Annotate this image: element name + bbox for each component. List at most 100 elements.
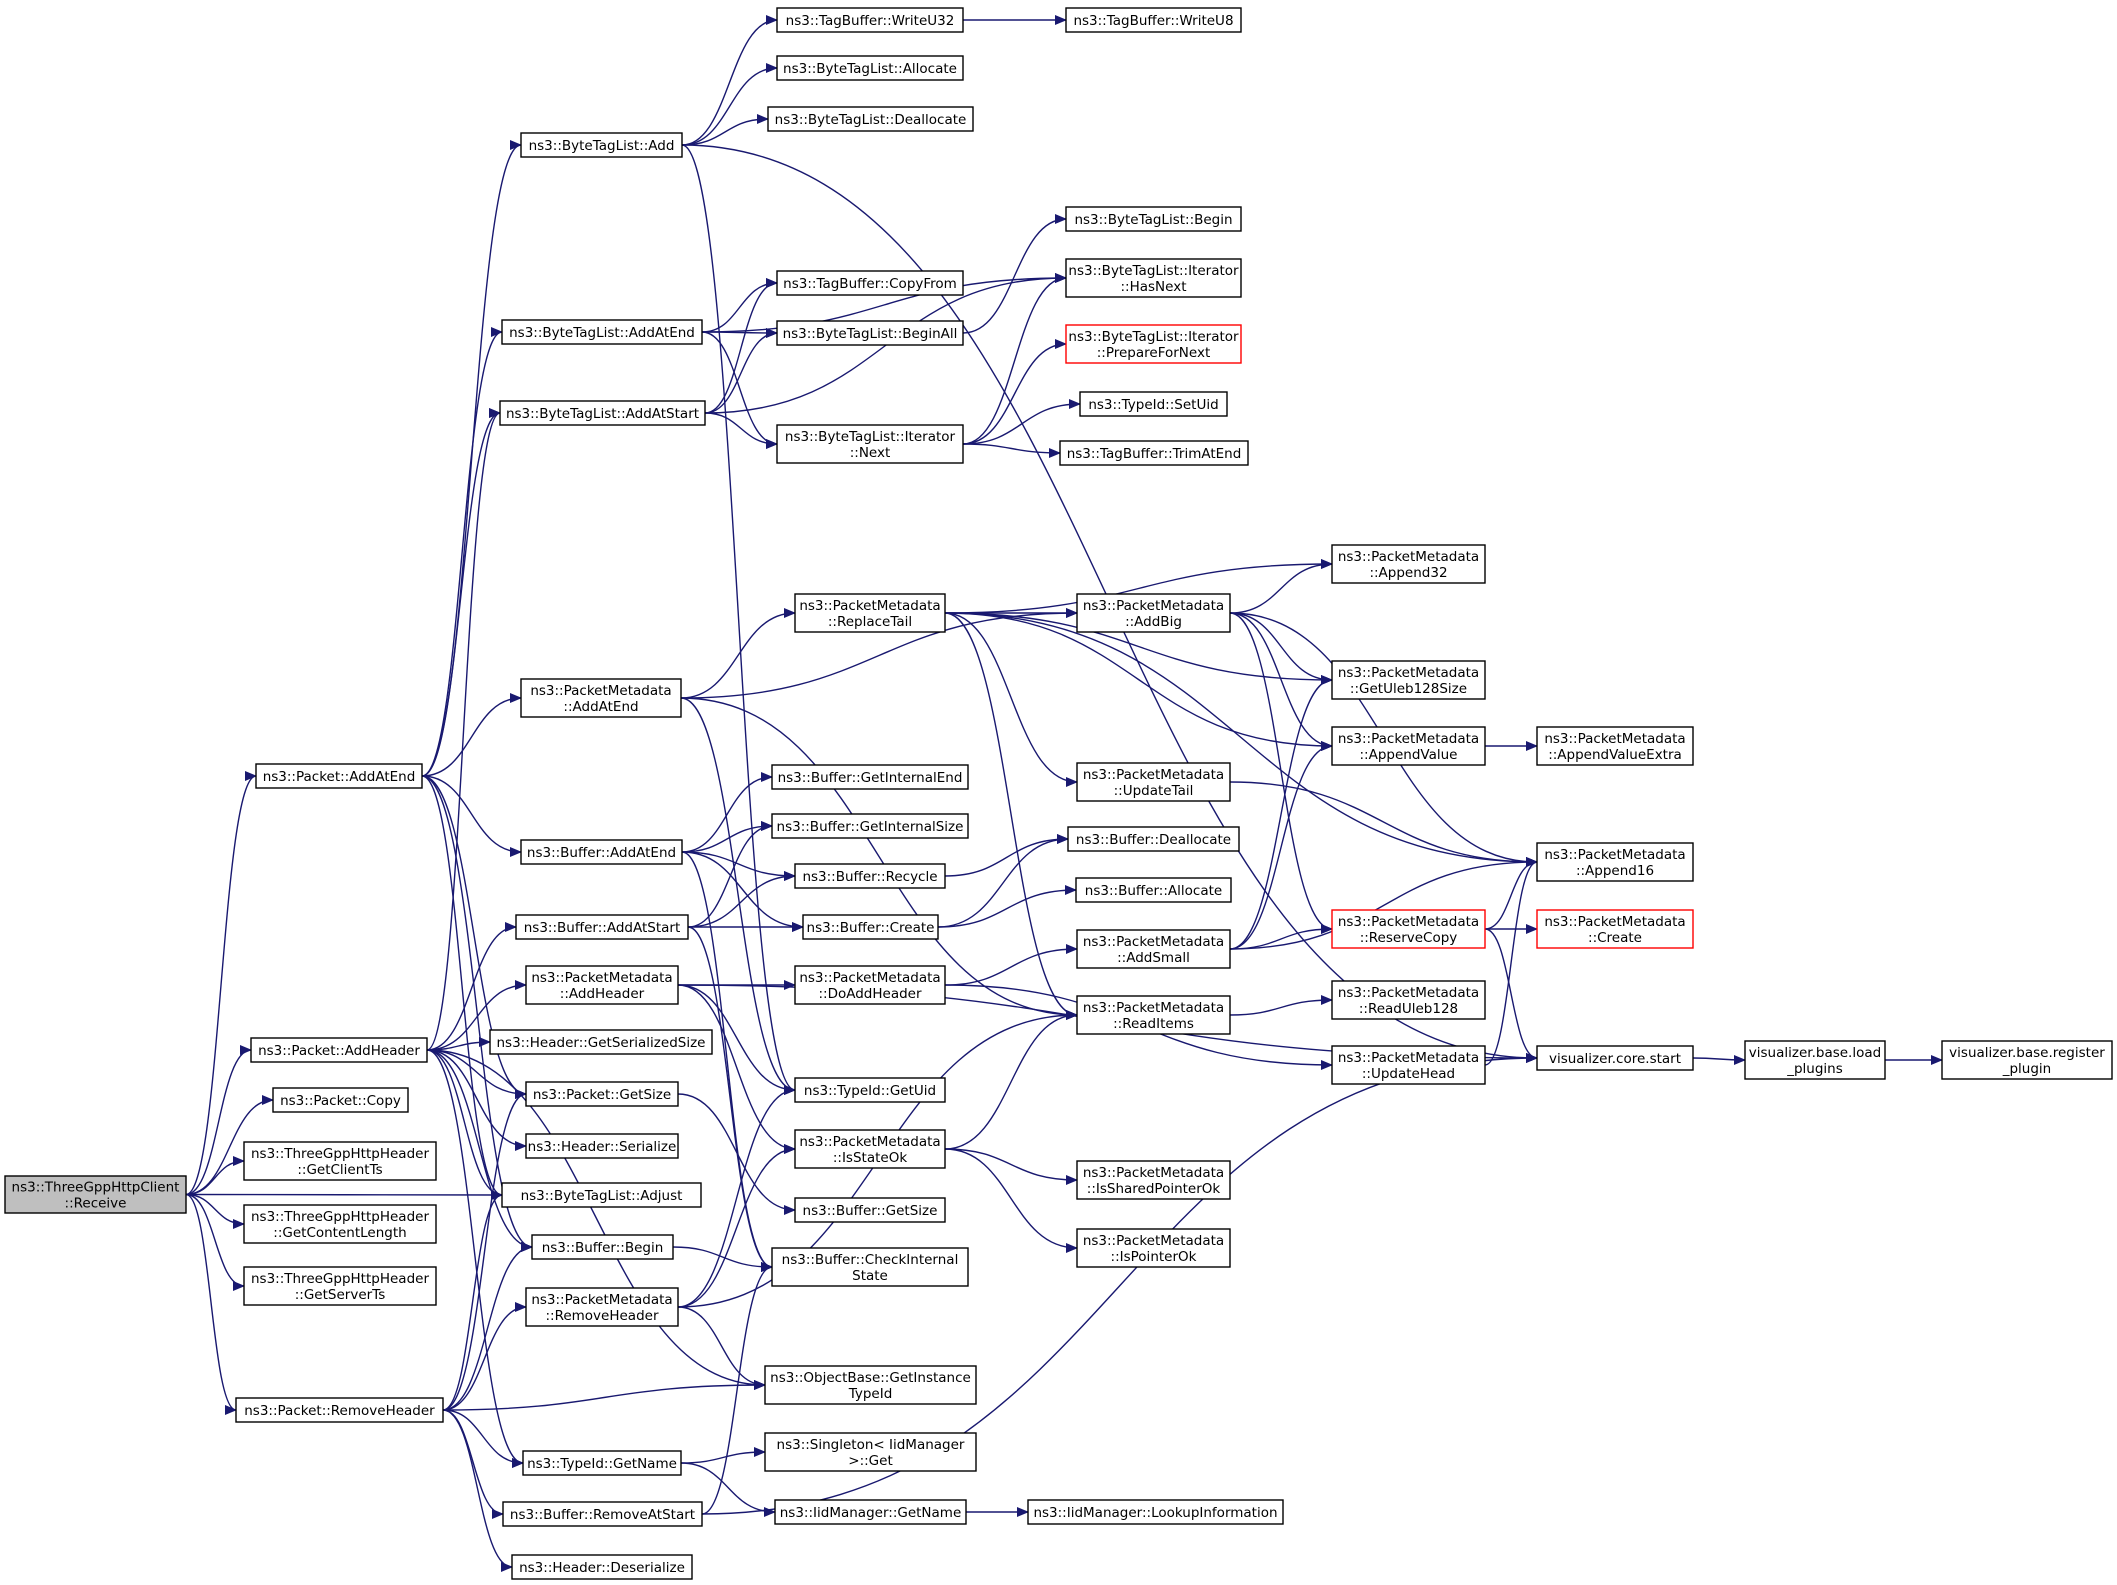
node-label: _plugin xyxy=(2002,1061,2052,1077)
node-tb-writeu8[interactable]: ns3::TagBuffer::WriteU8 xyxy=(1065,7,1242,33)
node-hdr-getserializedsize[interactable]: ns3::Header::GetSerializedSize xyxy=(489,1029,713,1055)
node-typeid-getuid[interactable]: ns3::TypeId::GetUid xyxy=(794,1077,946,1103)
node-label: ns3::ThreeGppHttpHeader xyxy=(251,1146,429,1162)
node-box xyxy=(1331,980,1486,1020)
node-label: ns3::PacketMetadata xyxy=(1083,1000,1224,1016)
node-pm-addatend[interactable]: ns3::PacketMetadata::AddAtEnd xyxy=(520,678,682,718)
node-iid-getname[interactable]: ns3::IidManager::GetName xyxy=(774,1499,967,1525)
node-btl-add[interactable]: ns3::ByteTagList::Add xyxy=(520,132,683,158)
node-btl-allocate[interactable]: ns3::ByteTagList::Allocate xyxy=(776,55,964,81)
edge-pm-addheader-to-typeid-getuid xyxy=(677,984,796,1095)
node-buf-deallocate[interactable]: ns3::Buffer::Deallocate xyxy=(1067,826,1240,852)
node-vis-core-start[interactable]: visualizer.core.start xyxy=(1536,1045,1694,1071)
edge-receive-to-pkt-addheader xyxy=(185,1045,252,1196)
node-label: ns3::PacketMetadata xyxy=(530,683,671,699)
node-buf-addatend[interactable]: ns3::Buffer::AddAtEnd xyxy=(520,839,683,865)
node-hdr-serialize[interactable]: ns3::Header::Serialize xyxy=(525,1133,679,1159)
node-pkt-getsize[interactable]: ns3::Packet::GetSize xyxy=(525,1081,679,1107)
node-pm-addsmall[interactable]: ns3::PacketMetadata::AddSmall xyxy=(1076,929,1231,969)
node-pm-updatehead[interactable]: ns3::PacketMetadata::UpdateHead xyxy=(1331,1045,1486,1085)
node-btl-addatstart[interactable]: ns3::ByteTagList::AddAtStart xyxy=(499,400,706,426)
node-box xyxy=(511,1554,693,1580)
node-btl-adjust[interactable]: ns3::ByteTagList::Adjust xyxy=(501,1182,702,1208)
node-label: ns3::Header::Deserialize xyxy=(519,1560,685,1576)
node-receive[interactable]: ns3::ThreeGppHttpClient::Receive xyxy=(4,1175,187,1214)
node-box xyxy=(774,1499,967,1525)
edge-btl-it-next-to-btl-it-hasnext xyxy=(962,273,1067,445)
node-btl-it-next[interactable]: ns3::ByteTagList::Iterator::Next xyxy=(776,424,964,464)
node-buf-begin[interactable]: ns3::Buffer::Begin xyxy=(531,1234,674,1260)
node-label: ns3::Packet::AddHeader xyxy=(258,1043,420,1059)
node-box xyxy=(525,1081,679,1107)
node-buf-getinternalsize[interactable]: ns3::Buffer::GetInternalSize xyxy=(771,813,969,839)
node-buf-getinternalend[interactable]: ns3::Buffer::GetInternalEnd xyxy=(771,764,969,790)
node-buf-removeatstart[interactable]: ns3::Buffer::RemoveAtStart xyxy=(502,1501,703,1527)
node-typeid-setuid[interactable]: ns3::TypeId::SetUid xyxy=(1079,391,1228,417)
nodes-layer: ns3::ThreeGppHttpClient::Receivens3::Pac… xyxy=(4,7,2113,1580)
node-pm-getuleb128size[interactable]: ns3::PacketMetadata::GetUleb128Size xyxy=(1331,660,1486,700)
node-buf-allocate[interactable]: ns3::Buffer::Allocate xyxy=(1075,877,1232,903)
node-buf-recycle[interactable]: ns3::Buffer::Recycle xyxy=(794,863,946,889)
node-pm-appendvalue[interactable]: ns3::PacketMetadata::AppendValue xyxy=(1331,726,1486,766)
node-hdr-getserverts[interactable]: ns3::ThreeGppHttpHeader::GetServerTs xyxy=(243,1266,437,1306)
edge-btl-addatend-to-tb-copyfrom xyxy=(701,278,778,333)
node-pkt-copy[interactable]: ns3::Packet::Copy xyxy=(272,1087,409,1113)
node-pm-append32[interactable]: ns3::PacketMetadata::Append32 xyxy=(1331,544,1486,584)
node-iid-lookupinformation[interactable]: ns3::IidManager::LookupInformation xyxy=(1027,1499,1284,1525)
node-label: ns3::TypeId::GetUid xyxy=(804,1083,936,1099)
node-box xyxy=(1065,258,1242,298)
node-pkt-removeheader[interactable]: ns3::Packet::RemoveHeader xyxy=(235,1397,444,1423)
node-pm-append16[interactable]: ns3::PacketMetadata::Append16 xyxy=(1536,842,1694,882)
node-btl-addatend[interactable]: ns3::ByteTagList::AddAtEnd xyxy=(501,319,703,345)
node-label: ns3::IidManager::GetName xyxy=(780,1505,962,1521)
edge-receive-to-hdr-getclientts xyxy=(185,1156,245,1196)
node-pm-readuleb128[interactable]: ns3::PacketMetadata::ReadUleb128 xyxy=(1331,980,1486,1020)
node-hdr-deserialize[interactable]: ns3::Header::Deserialize xyxy=(511,1554,693,1580)
node-pm-isstateok[interactable]: ns3::PacketMetadata::IsStateOk xyxy=(794,1129,946,1169)
node-hdr-getcontentlength[interactable]: ns3::ThreeGppHttpHeader::GetContentLengt… xyxy=(243,1204,437,1244)
node-pm-appendvalueextra[interactable]: ns3::PacketMetadata::AppendValueExtra xyxy=(1536,726,1694,766)
node-pm-readitems[interactable]: ns3::PacketMetadata::ReadItems xyxy=(1076,995,1231,1035)
node-pm-addheader[interactable]: ns3::PacketMetadata::AddHeader xyxy=(525,965,679,1005)
node-label: ns3::Buffer::Begin xyxy=(542,1240,664,1256)
node-label: ns3::ByteTagList::Allocate xyxy=(783,61,957,77)
node-pkt-addheader[interactable]: ns3::Packet::AddHeader xyxy=(250,1037,428,1063)
node-btl-deallocate[interactable]: ns3::ByteTagList::Deallocate xyxy=(767,106,974,132)
node-pm-updatetail[interactable]: ns3::PacketMetadata::UpdateTail xyxy=(1076,762,1231,802)
node-singleton-get[interactable]: ns3::Singleton< IidManager>::Get xyxy=(764,1432,977,1472)
node-tb-writeu32[interactable]: ns3::TagBuffer::WriteU32 xyxy=(776,7,964,33)
node-vis-base-register[interactable]: visualizer.base.register_plugin xyxy=(1941,1040,2113,1080)
node-buf-create[interactable]: ns3::Buffer::Create xyxy=(802,914,939,940)
node-pm-replacetail[interactable]: ns3::PacketMetadata::ReplaceTail xyxy=(794,593,946,633)
node-pm-create[interactable]: ns3::PacketMetadata::Create xyxy=(1536,909,1694,949)
node-box xyxy=(499,400,706,426)
node-hdr-getclientts[interactable]: ns3::ThreeGppHttpHeader::GetClientTs xyxy=(243,1141,437,1181)
node-label: ns3::ByteTagList::BeginAll xyxy=(783,326,958,342)
node-box xyxy=(794,863,946,889)
node-pm-ispointerok[interactable]: ns3::PacketMetadata::IsPointerOk xyxy=(1076,1228,1231,1268)
node-btl-it-hasnext[interactable]: ns3::ByteTagList::Iterator::HasNext xyxy=(1065,258,1242,298)
node-label: ::ReadUleb128 xyxy=(1359,1001,1458,1017)
node-btl-beginall[interactable]: ns3::ByteTagList::BeginAll xyxy=(776,320,964,346)
node-tb-trimatend[interactable]: ns3::TagBuffer::TrimAtEnd xyxy=(1059,440,1249,466)
edge-pkt-addheader-to-ob-getinstancetypeid xyxy=(426,1049,766,1390)
node-buf-addatstart[interactable]: ns3::Buffer::AddAtStart xyxy=(515,914,689,940)
node-pm-addbig[interactable]: ns3::PacketMetadata::AddBig xyxy=(1076,593,1231,633)
node-tb-copyfrom[interactable]: ns3::TagBuffer::CopyFrom xyxy=(776,270,964,296)
node-pm-doaddheader[interactable]: ns3::PacketMetadata::DoAddHeader xyxy=(794,965,946,1005)
node-btl-begin[interactable]: ns3::ByteTagList::Begin xyxy=(1065,206,1242,232)
node-buf-getsize[interactable]: ns3::Buffer::GetSize xyxy=(794,1197,946,1223)
node-box xyxy=(4,1175,187,1214)
node-btl-it-prepare[interactable]: ns3::ByteTagList::Iterator::PrepareForNe… xyxy=(1065,324,1242,364)
node-pkt-addatend[interactable]: ns3::Packet::AddAtEnd xyxy=(255,763,423,789)
node-box xyxy=(520,132,683,158)
node-pm-issharedpointerok[interactable]: ns3::PacketMetadata::IsSharedPointerOk xyxy=(1076,1160,1231,1200)
node-pm-removeheader[interactable]: ns3::PacketMetadata::RemoveHeader xyxy=(525,1287,679,1327)
node-box xyxy=(776,270,964,296)
node-typeid-getname[interactable]: ns3::TypeId::GetName xyxy=(522,1450,682,1476)
edge-pkt-addheader-to-buf-addatstart xyxy=(426,922,517,1051)
node-pm-reservecopy[interactable]: ns3::PacketMetadata::ReserveCopy xyxy=(1331,909,1486,949)
node-vis-base-load[interactable]: visualizer.base.load_plugins xyxy=(1744,1040,1886,1080)
